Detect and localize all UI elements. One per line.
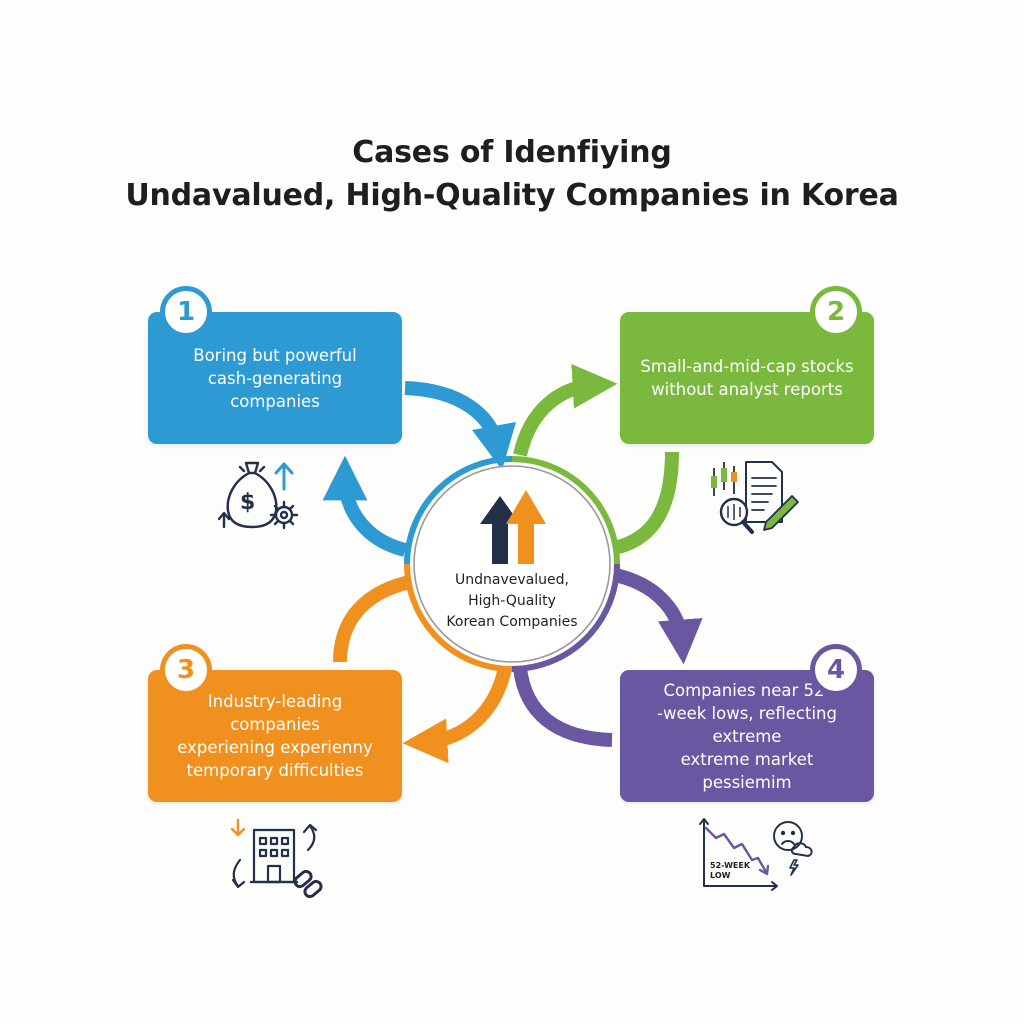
case-2-text-line-1: Small-and-mid-cap stocks bbox=[640, 357, 854, 376]
center-circle bbox=[404, 456, 620, 672]
orange-arrow-to-card3 bbox=[402, 666, 512, 764]
purple-arrow-to-card4 bbox=[613, 568, 703, 665]
case-4-number-badge: 4 bbox=[810, 644, 862, 696]
case-1-number-badge: 1 bbox=[160, 286, 212, 338]
purple-arrow-from-card4 bbox=[513, 666, 613, 747]
diagram-title-line-2: Undavalued, High-Quality Companies in Ko… bbox=[125, 178, 899, 213]
center-label: Undnavevalued, High-Quality Korean Compa… bbox=[412, 570, 612, 633]
case-4-text-line-2: -week lows, reflecting extreme bbox=[657, 703, 837, 746]
case-1-text-line-1: Boring but powerful bbox=[193, 345, 357, 365]
green-arrow-to-card2 bbox=[513, 363, 618, 457]
building-chain-icon bbox=[230, 818, 323, 899]
candlestick-report-magnifier-icon bbox=[711, 461, 799, 534]
green-arrow-from-card2 bbox=[612, 451, 679, 555]
case-1-text-line-2: cash-generating companies bbox=[207, 368, 343, 411]
case-4-text-line-1: Companies near 52- bbox=[663, 680, 831, 700]
blue-arrow-out-to-card1 bbox=[322, 455, 407, 557]
case-4-text-line-3: extreme market pessiemim bbox=[680, 749, 814, 792]
center-label-line-1: Undnavevalued, bbox=[455, 572, 569, 588]
falling-chart-sad-cloud-icon: 52-WEEK LOW bbox=[699, 818, 813, 891]
blue-arrow-into-center bbox=[404, 381, 517, 471]
center-label-line-2: High-Quality bbox=[468, 593, 556, 609]
orange-arrow-from-card3 bbox=[333, 575, 412, 663]
svg-text:$: $ bbox=[240, 490, 255, 515]
diagram-title-line-1: Cases of Idenfiying bbox=[352, 135, 672, 170]
case-3-number-badge: 3 bbox=[160, 644, 212, 696]
case-2-number-badge: 2 bbox=[810, 286, 862, 338]
chart-label-52-week: 52-WEEK bbox=[710, 861, 751, 870]
money-bag-gear-icon: $ bbox=[217, 461, 299, 530]
growth-arrows-icon bbox=[480, 490, 546, 564]
case-3-text-line-1: Industry-leading companies bbox=[207, 692, 343, 734]
case-3-text-line-3: temporary difficulties bbox=[186, 761, 364, 780]
center-label-line-3: Korean Companies bbox=[446, 614, 578, 630]
chart-label-low: LOW bbox=[710, 871, 731, 880]
case-3-text-line-2: experiening experienny bbox=[177, 738, 373, 757]
case-2-text-line-2: without analyst reports bbox=[651, 380, 843, 399]
